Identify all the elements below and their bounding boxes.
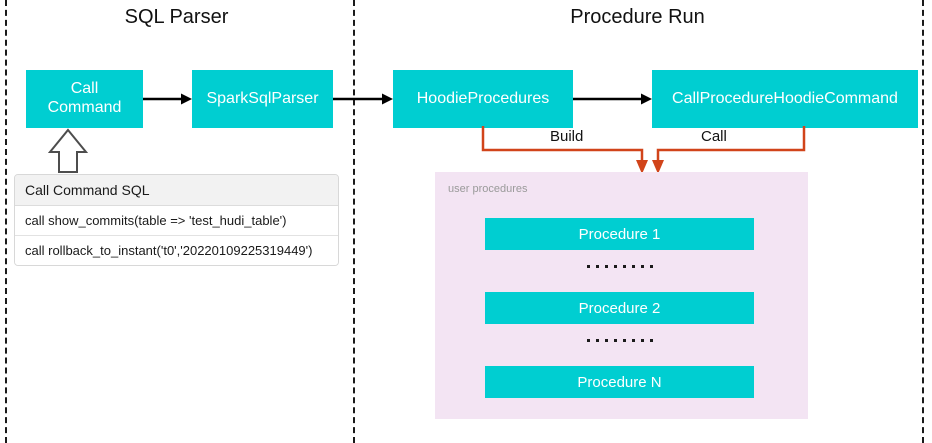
sql-card-row: call show_commits(table => 'test_hudi_ta… — [15, 206, 338, 236]
node-call-command-label-line2: Command — [47, 99, 122, 116]
arrow-spark-sql-parser-to-hoodie-procedures — [333, 93, 393, 105]
procedure-item[interactable]: Procedure 2 — [485, 292, 754, 324]
procedure-item[interactable]: Procedure 1 — [485, 218, 754, 250]
node-spark-sql-parser[interactable]: SparkSqlParser — [192, 70, 333, 128]
section-title-sql-parser: SQL Parser — [124, 6, 229, 28]
up-arrow-icon — [48, 128, 88, 173]
node-call-procedure-hoodie-command[interactable]: CallProcedureHoodieCommand — [652, 70, 918, 128]
procedure-item-label: Procedure 2 — [578, 299, 661, 317]
connector-label-build: Build — [546, 128, 588, 145]
sql-card-header: Call Command SQL — [15, 175, 338, 206]
section-divider-middle — [353, 0, 355, 443]
procedure-item[interactable]: Procedure N — [485, 366, 754, 398]
arrow-call-command-to-spark-sql-parser — [143, 93, 192, 105]
sql-card-row: call rollback_to_instant('t0','202201092… — [15, 236, 338, 265]
node-hoodie-procedures-label: HoodieProcedures — [416, 89, 550, 107]
arrow-hoodie-procedures-to-call-procedure-hoodie-command — [573, 93, 652, 105]
user-procedures-panel-label: user procedures — [448, 183, 528, 195]
node-call-command-label-line1: Call — [70, 80, 99, 98]
procedure-ellipsis — [485, 335, 754, 345]
section-divider-right — [922, 0, 924, 443]
procedure-item-label: Procedure N — [577, 373, 662, 391]
orange-connector-lines — [481, 126, 806, 174]
section-title-procedure-run: Procedure Run — [570, 6, 705, 28]
connector-label-call: Call — [697, 128, 731, 145]
node-call-procedure-hoodie-command-label: CallProcedureHoodieCommand — [672, 89, 898, 107]
node-spark-sql-parser-label: SparkSqlParser — [206, 89, 319, 107]
section-divider-left — [5, 0, 7, 443]
call-command-sql-card: Call Command SQL call show_commits(table… — [14, 174, 339, 266]
node-call-command[interactable]: Call Command — [26, 70, 143, 128]
procedure-item-label: Procedure 1 — [578, 225, 661, 243]
user-procedures-panel: user procedures Procedure 1 Procedure 2 … — [435, 172, 808, 419]
procedure-ellipsis — [485, 261, 754, 271]
node-hoodie-procedures[interactable]: HoodieProcedures — [393, 70, 573, 128]
